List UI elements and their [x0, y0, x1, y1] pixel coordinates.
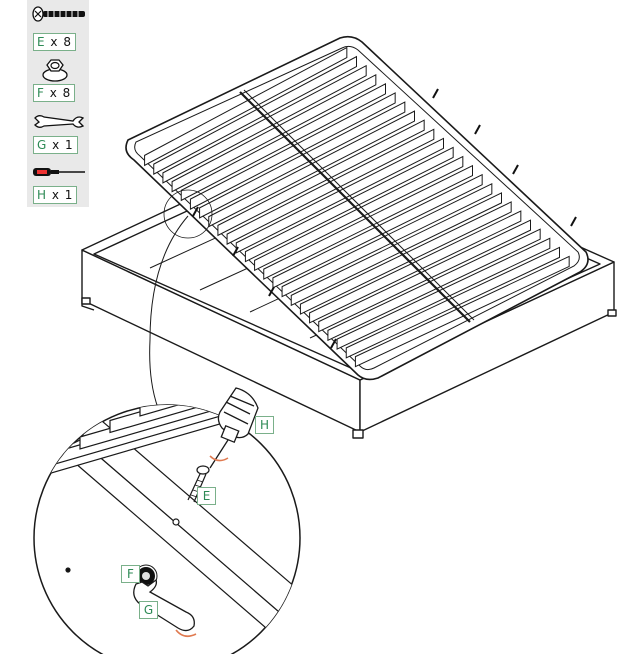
bolt-marker [192, 206, 199, 217]
callout-line [149, 215, 189, 409]
frame-slat [345, 246, 560, 359]
screwdriver-detail [209, 387, 259, 469]
frame-slat [144, 46, 348, 167]
detail-label-f: F [121, 565, 140, 583]
callout-source-circle [163, 189, 213, 239]
frame-slat [162, 64, 367, 184]
frame-slat [208, 110, 415, 228]
wrench-icon [34, 115, 85, 128]
detail-label-h: H [255, 416, 274, 434]
screw-icon [32, 6, 85, 22]
bolt-marker [512, 164, 519, 175]
detail-label-g: G [139, 601, 158, 619]
magnified-detail [33, 404, 301, 654]
wrench-detail [133, 578, 195, 632]
bolt-marker [232, 246, 239, 257]
frame-slat [180, 83, 386, 202]
frame-slat [336, 237, 551, 350]
bolt-marker [268, 286, 275, 297]
bolt-markers [192, 88, 577, 349]
rotation-arrow-bottom [175, 629, 197, 638]
bolt-marker [330, 338, 337, 349]
frame-slat [254, 155, 464, 272]
part-label-g: G x 1 [33, 136, 78, 154]
screw-detail [187, 465, 210, 503]
frame-slat [153, 55, 357, 175]
detail-label-e: E [197, 487, 216, 505]
detail-slat [79, 405, 300, 450]
frame-slat [189, 92, 396, 210]
frame-slat [171, 73, 377, 193]
slatted-frame [125, 35, 589, 381]
frame-slat [226, 128, 435, 245]
bolt-marker [474, 124, 481, 135]
part-label-e: E x 8 [33, 33, 76, 51]
parts-list-panel: E x 8 F x 8 G x 1 H x 1 [27, 0, 89, 207]
bolt-marker [570, 216, 577, 227]
screwdriver-icon [33, 168, 85, 176]
part-label-h: H x 1 [33, 186, 78, 204]
frame-slat [272, 173, 483, 289]
frame-slat [217, 119, 425, 237]
frame-slat [244, 146, 454, 263]
rotation-arrow-top [209, 455, 229, 462]
frame-slat [263, 164, 473, 280]
frame-slat [354, 255, 570, 368]
frame-slat [199, 101, 406, 219]
hex-nut-icon [42, 59, 68, 82]
detail-slat [109, 405, 300, 434]
part-label-f: F x 8 [33, 84, 76, 102]
detail-slat [139, 405, 300, 417]
nut-detail [134, 564, 158, 588]
bolt-marker [432, 88, 439, 99]
